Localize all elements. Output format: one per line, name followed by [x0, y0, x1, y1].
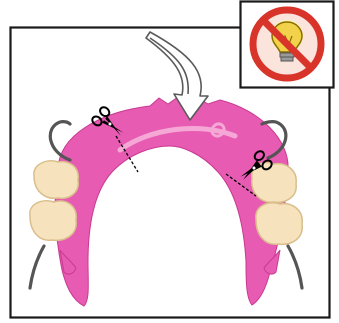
- left-lower-clasp: [30, 246, 44, 288]
- right-lower-clasp: [288, 246, 302, 288]
- left-tooth-lower: [30, 201, 76, 241]
- right-tooth-upper: [252, 163, 296, 203]
- bulb-base-2: [281, 57, 293, 61]
- right-tooth-lower: [256, 203, 302, 245]
- left-tooth-upper: [34, 161, 78, 199]
- denture-base: [55, 97, 288, 306]
- no-idea-lightbulb-prohibited-icon: [241, 2, 334, 88]
